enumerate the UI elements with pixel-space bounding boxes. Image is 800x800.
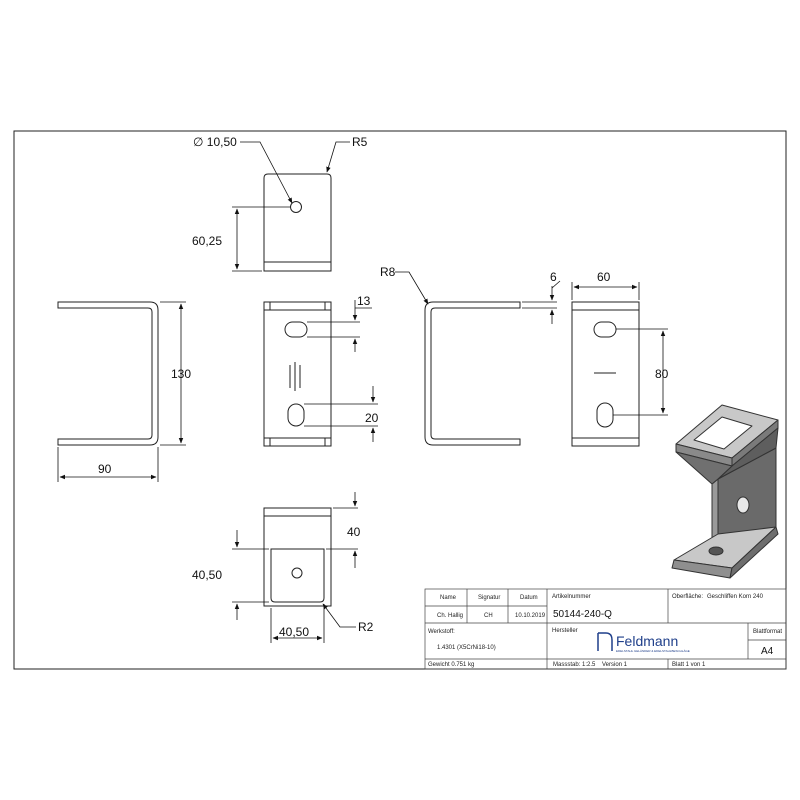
tb-manufacturer-label: Hersteller — [552, 628, 578, 634]
tb-article-label: Artikelnummer — [552, 594, 591, 600]
tb-col-date: Datum — [520, 595, 538, 601]
tb-version: Version 1 — [602, 662, 628, 668]
dim-slot-20: 20 — [365, 411, 379, 425]
dim-slot-13: 13 — [357, 294, 371, 308]
tb-row-name: Ch. Hallig — [437, 613, 463, 619]
tb-weight: Gewicht 0.751 kg — [428, 662, 474, 668]
tb-sheet-format-label: Blattformat — [753, 629, 782, 635]
brand-logo-name: Feldmann — [616, 633, 678, 649]
dim-radius-base: R2 — [358, 620, 374, 634]
dim-radius-bend: R8 — [380, 265, 396, 279]
tb-surface-value: Geschliffen Korn 240 — [707, 594, 764, 600]
isometric-view — [671, 404, 779, 579]
tb-sheet: Blatt 1 von 1 — [672, 662, 706, 668]
mounting-hole — [290, 201, 302, 213]
drawing-frame — [13, 130, 787, 670]
tb-sheet-format-value: A4 — [761, 646, 774, 657]
title-block — [424, 588, 787, 670]
front-view-u-profile — [57, 301, 159, 446]
dim-height-130: 130 — [171, 367, 191, 381]
tb-scale: Massstab: 1:2.5 — [553, 662, 596, 668]
bottom-view-base — [263, 507, 332, 607]
dim-slot-spacing: 80 — [655, 367, 669, 381]
brand-logo-tagline: EDELSTAHL GELÄNDER & EDELSTAHLBESCHLÄGE — [616, 649, 690, 653]
right-view-slots — [571, 301, 640, 447]
tb-row-date: 10.10.2019 — [515, 613, 546, 619]
dim-radius-top: R5 — [352, 135, 368, 149]
dim-width-90: 90 — [98, 462, 112, 476]
side-view-u-profile — [424, 301, 521, 446]
tb-surface-label: Oberfläche: — [672, 594, 703, 600]
dim-thickness: 6 — [550, 270, 557, 284]
dim-base-4050-h: 40,50 — [279, 625, 309, 639]
dim-width-top: 60 — [597, 270, 611, 284]
tb-row-signature: CH — [484, 613, 493, 619]
tb-col-name: Name — [440, 595, 457, 601]
dim-base-4050-v: 40,50 — [192, 568, 222, 582]
center-view-slots — [263, 301, 332, 447]
tb-material-value: 1.4301 (X5CrNi18-10) — [437, 645, 496, 651]
dim-base-40: 40 — [347, 525, 361, 539]
dim-hole-diameter: ∅ 10,50 — [193, 135, 237, 149]
slot-lower — [287, 403, 305, 427]
slot-upper — [284, 321, 308, 338]
tb-article-number: 50144-240-Q — [553, 609, 612, 620]
top-view — [263, 173, 332, 272]
tb-col-signature: Signatur — [478, 595, 500, 601]
tb-material-label: Werkstoff: — [428, 629, 455, 635]
dim-height-hole: 60,25 — [192, 234, 222, 248]
